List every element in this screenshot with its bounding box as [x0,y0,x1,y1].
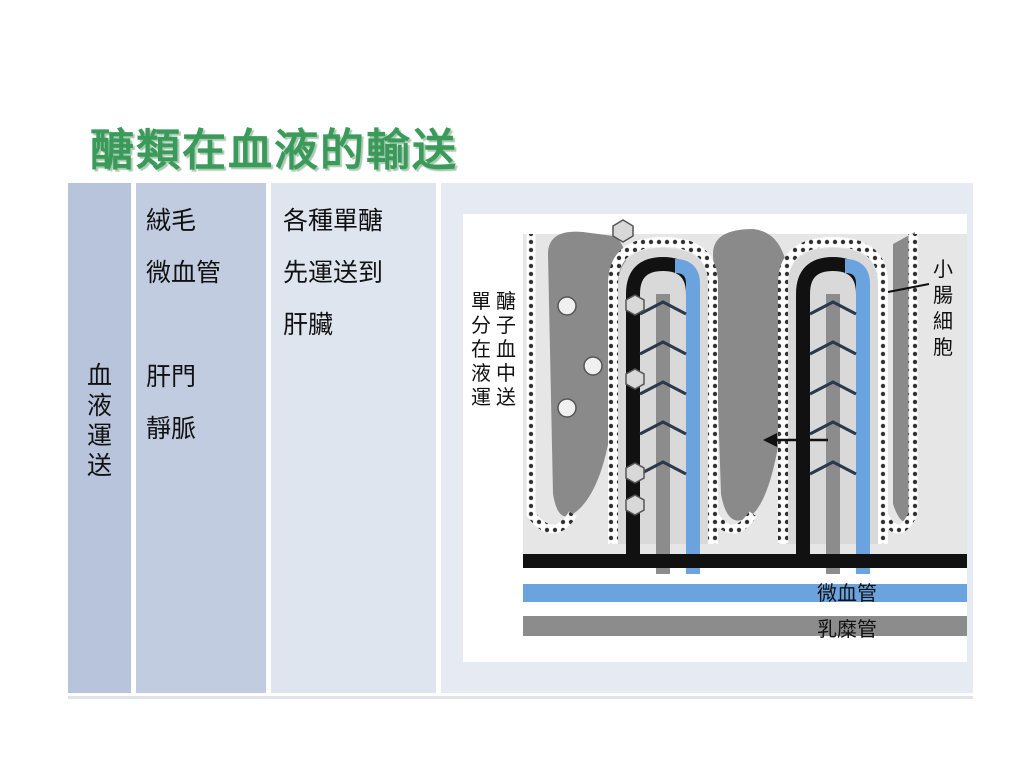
flow-arrowhead [763,433,777,447]
description-text: 各種單醣 先運送到 肝臟 [283,195,383,351]
label-lacteal: 乳糜管 [817,617,877,641]
label-capillary: 微血管 [817,581,877,605]
description-line: 各種單醣 [283,206,384,235]
label-char: 細 [933,309,953,333]
row-header-char: 送 [86,451,112,480]
cell-pointer-line [887,283,930,293]
label-char: 單 [471,289,491,313]
lacteal-trunk [523,616,975,636]
label-char: 血 [496,337,516,361]
right-epithelium [878,234,918,534]
label-sugar-transport: 單 分 在 液 運 醣 子 血 中 送 [471,289,516,409]
structure-group-2: 肝門 靜脈 [146,351,196,455]
structure-cell: 絨毛 微血管 肝門 靜脈 [136,183,266,693]
label-char: 分 [471,313,491,337]
label-char: 子 [496,313,516,337]
row-header-text: 血 液 運 送 [68,361,131,481]
label-char: 送 [496,385,516,409]
villus-1-capillary [674,259,700,574]
label-char: 胞 [933,335,953,359]
description-cell: 各種單醣 先運送到 肝臟 [271,183,436,693]
structure-label-hepatic: 肝門 [146,362,197,391]
villus-2-capillary [844,259,870,574]
label-char: 醣 [496,289,516,313]
row-header-char: 血 [86,361,112,390]
description-line: 先運送到 [283,258,384,287]
page-title: 醣類在血液的輸送 [90,125,458,176]
villus-1-epithelium [608,236,718,544]
row-header-char: 液 [86,391,112,420]
villi-diagram: 單 分 在 液 運 醣 子 血 中 送 小 腸 細 胞 微血管 乳糜管 [463,214,975,662]
structure-group-1: 絨毛 微血管 [146,195,221,299]
capillary-trunk [523,584,975,602]
label-char: 腸 [933,283,953,307]
villus-2-branches [809,300,857,476]
description-line: 肝臟 [283,310,334,339]
row-header-char: 運 [86,421,112,450]
structure-label-capillary: 微血管 [146,258,222,287]
crypt-epithelium [709,511,757,534]
villus-1-branches [639,300,687,476]
label-char: 液 [471,361,491,385]
trunk-gap-2 [523,606,975,612]
label-char: 小 [933,257,953,281]
trunk-gap-1 [523,576,975,582]
structure-label-portal-vein: 靜脈 [146,414,197,443]
left-epithelium [526,234,577,534]
villi-illustration: 單 分 在 液 運 醣 子 血 中 送 小 腸 細 胞 微血管 乳糜管 [471,219,975,641]
table-bottom-rule [68,696,973,699]
villus-2-epithelium [778,236,888,544]
label-char: 在 [471,337,491,361]
vein-trunk [523,554,975,568]
structure-label-villi: 絨毛 [146,206,197,235]
sugar-molecules [557,219,645,516]
label-intestinal-cell: 小 腸 細 胞 [933,257,953,359]
crypt-middle [713,229,788,521]
label-char: 中 [496,361,516,385]
row-header-cell: 血 液 運 送 [68,183,131,693]
label-char: 運 [471,385,491,409]
